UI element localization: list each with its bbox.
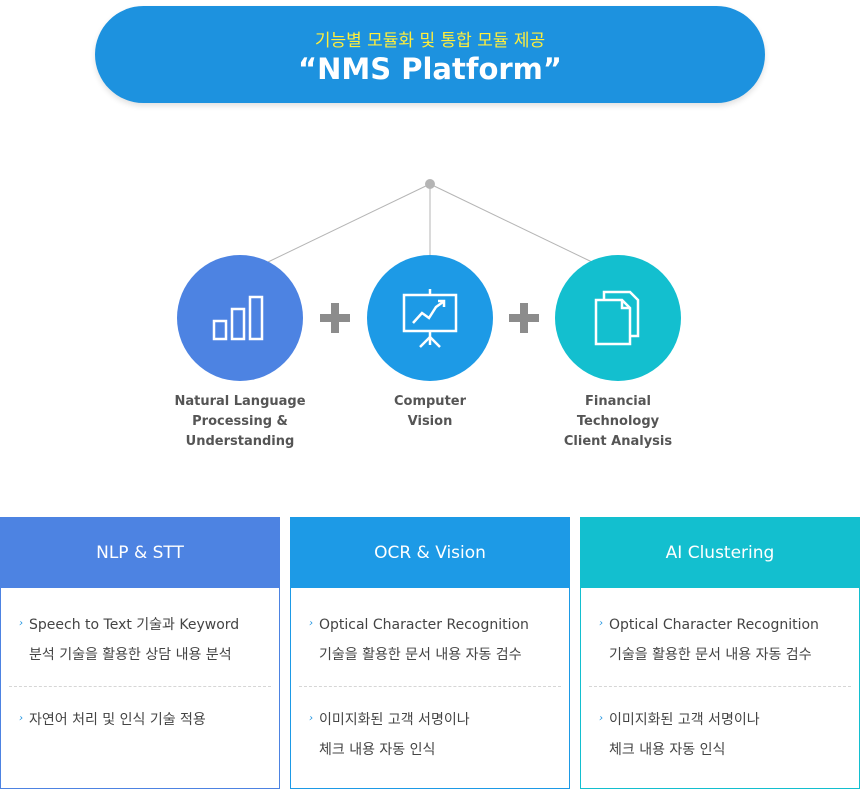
chevron-right-icon: › (309, 713, 313, 724)
list-item-line: Optical Character Recognition (319, 617, 529, 633)
list-item-line: 이미지화된 고객 서명이나 (319, 712, 470, 728)
list-item-line: Optical Character Recognition (609, 617, 819, 633)
module-label-line: Computer (393, 394, 467, 409)
list-item: › Speech to Text 기술과 Keyword 분석 기술을 활용한 … (1, 610, 279, 670)
connector-line-nlp (267, 183, 431, 263)
dashed-divider (589, 686, 851, 687)
list-item: › 이미지화된 고객 서명이나 체크 내용 자동 인식 (291, 705, 569, 765)
module-circle-vision (367, 255, 493, 381)
module-label-vision: Computer Vision (340, 392, 520, 432)
card-nlp-stt: NLP & STT › Speech to Text 기술과 Keyword 분… (0, 517, 280, 789)
module-circle-nlp (177, 255, 303, 381)
chevron-right-icon: › (599, 618, 603, 629)
bar-chart-icon (212, 295, 264, 341)
module-label-line: Natural Language (174, 394, 306, 409)
list-item-line: 체크 내용 자동 인식 (319, 742, 436, 758)
module-label-line: Technology (576, 414, 660, 429)
module-label-line: Understanding (185, 434, 295, 449)
card-title: AI Clustering (581, 518, 859, 588)
banner-subtitle: 기능별 모듈화 및 통합 모듈 제공 (314, 31, 546, 51)
list-item: › 이미지화된 고객 서명이나 체크 내용 자동 인식 (581, 705, 859, 765)
plus-icon (320, 303, 350, 333)
module-label-nlp: Natural Language Processing & Understand… (150, 392, 330, 452)
connector-hub-dot (425, 179, 435, 189)
chevron-right-icon: › (599, 713, 603, 724)
banner-title: “NMS Platform” (298, 52, 562, 86)
module-circle-fintech (555, 255, 681, 381)
dashed-divider (9, 686, 271, 687)
card-ocr-vision: OCR & Vision › Optical Character Recogni… (290, 517, 570, 789)
list-item: › Optical Character Recognition 기술을 활용한 … (581, 610, 859, 670)
list-item-line: 분석 기술을 활용한 상담 내용 분석 (29, 647, 232, 663)
card-title: OCR & Vision (291, 518, 569, 588)
chevron-right-icon: › (309, 618, 313, 629)
module-label-line: Client Analysis (563, 434, 673, 449)
documents-icon (594, 290, 640, 346)
list-item-line: 체크 내용 자동 인식 (609, 742, 726, 758)
list-item-line: 기술을 활용한 문서 내용 자동 검수 (319, 647, 522, 663)
card-title: NLP & STT (1, 518, 279, 588)
connector-lines (267, 179, 593, 263)
chevron-right-icon: › (19, 713, 23, 724)
list-item-line: 기술을 활용한 문서 내용 자동 검수 (609, 647, 812, 663)
list-item-line: 이미지화된 고객 서명이나 (609, 712, 760, 728)
dashed-divider (299, 686, 561, 687)
list-item-line: 자연어 처리 및 인식 기술 적용 (29, 712, 206, 728)
presentation-board-icon (402, 289, 458, 348)
module-label-line: Vision (407, 414, 453, 429)
chevron-right-icon: › (19, 618, 23, 629)
platform-banner: 기능별 모듈화 및 통합 모듈 제공 “NMS Platform” (95, 6, 765, 103)
connector-line-fintech (429, 183, 593, 263)
list-item: › 자연어 처리 및 인식 기술 적용 (1, 705, 279, 735)
list-item-line: Speech to Text 기술과 Keyword (29, 617, 240, 633)
module-label-line: Processing & (192, 414, 288, 429)
module-label-fintech: Financial Technology Client Analysis (528, 392, 708, 452)
plus-icon (509, 303, 539, 333)
list-item: › Optical Character Recognition 기술을 활용한 … (291, 610, 569, 670)
card-ai-clustering: AI Clustering › Optical Character Recogn… (580, 517, 860, 789)
module-label-line: Financial (584, 394, 651, 409)
